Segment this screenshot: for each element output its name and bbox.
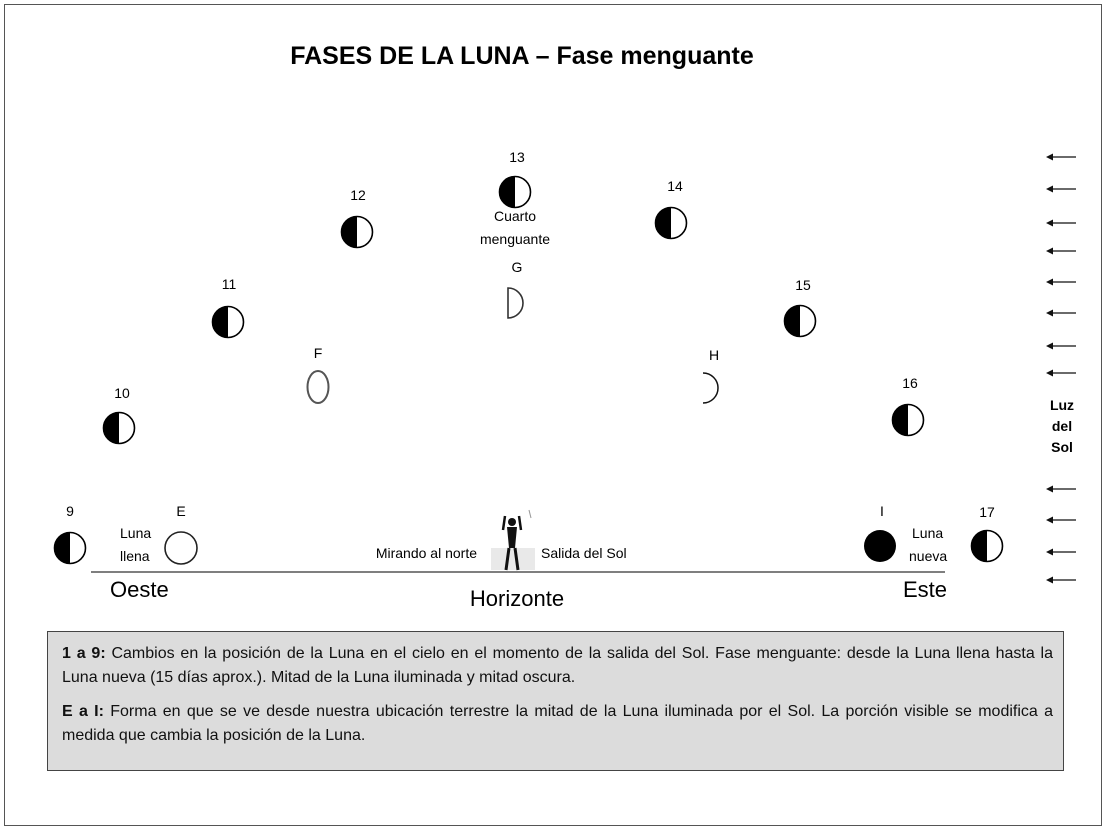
moon-view-letter: I [880,503,884,519]
sunlight-arrow [1046,548,1076,556]
moon-position-number: 16 [902,375,918,391]
moon-position-13: 13 [498,149,532,209]
mirando-label: Mirando al norte [376,545,477,561]
moon-position-number: 12 [350,187,366,203]
moon-view-E: E [164,503,198,565]
sunlight-label-line3: Sol [1051,439,1073,455]
sunlight-arrow [1046,309,1076,317]
sunlight-label-line1: Luz [1050,397,1074,413]
sunlight-arrow [1046,185,1076,193]
figure-frame [4,4,1102,826]
sunlight-arrow [1046,153,1076,161]
moon-view-letter: E [176,503,185,519]
moon-view-letter: F [314,345,323,361]
sunlight-arrow [1046,576,1076,584]
cuarto-label-line1: Cuarto [494,208,536,224]
moon-view-letter: H [709,347,719,363]
explanation-positions: 1 a 9: Cambios en la posición de la Luna… [62,642,1053,690]
moon-position-number: 14 [667,178,683,194]
moon-view-G: G [507,259,524,319]
luna-llena-label-line2: llena [120,548,150,564]
sunlight-arrow [1046,485,1076,493]
moon-positions: 9 10 11 12 13 14 15 16 17 [53,149,1004,565]
moon-view-I: I [864,503,896,562]
moon-view-H: H [702,347,719,404]
explanation-views: E a I: Forma en que se ve desde nuestra … [62,700,1053,748]
diagram-title: FASES DE LA LUNA – Fase menguante [290,42,754,70]
explanation-box: 1 a 9: Cambios en la posición de la Luna… [47,631,1064,771]
moon-position-11: 11 [211,276,245,339]
moon-view-F: F [306,345,330,404]
sunlight-arrows [1046,153,1076,584]
moon-position-number: 9 [66,503,74,519]
explanation-positions-key: 1 a 9: [62,645,106,662]
moon-position-number: 13 [509,149,525,165]
salida-label: Salida del Sol [541,545,627,561]
moon-position-number: 17 [979,504,995,520]
este-label: Este [903,577,947,602]
sunlight-label-line2: del [1052,418,1072,434]
explanation-views-text: Forma en que se ve desde nuestra ubicaci… [62,703,1054,744]
moon-position-10: 10 [102,385,136,445]
sunlight-arrow [1046,278,1076,286]
luna-nueva-label-line1: Luna [912,525,943,541]
moon-position-12: 12 [340,187,374,249]
moon-view-letter: G [512,259,523,275]
explanation-views-key: E a I: [62,703,104,720]
moon-position-9: 9 [53,503,87,565]
sunlight-arrow [1046,369,1076,377]
luna-nueva-label-line2: nueva [909,548,947,564]
sunlight-arrow [1046,516,1076,524]
moon-position-14: 14 [654,178,688,240]
explanation-positions-text: Cambios en la posición de la Luna en el … [62,645,1053,686]
luna-llena-label-line1: Luna [120,525,151,541]
moon-position-16: 16 [891,375,925,437]
moon-position-number: 11 [222,276,237,292]
moon-views: E F G H I [164,259,896,565]
horizonte-label: Horizonte [470,586,564,611]
oeste-label: Oeste [110,577,169,602]
moon-position-15: 15 [783,277,817,338]
moon-position-number: 15 [795,277,811,293]
moon-position-number: 10 [114,385,130,401]
sunlight-arrow [1046,219,1076,227]
cuarto-label-line2: menguante [480,231,550,247]
moon-position-17: 17 [970,504,1004,563]
sunlight-arrow [1046,247,1076,255]
observer-figure [491,509,535,571]
sunlight-arrow [1046,342,1076,350]
